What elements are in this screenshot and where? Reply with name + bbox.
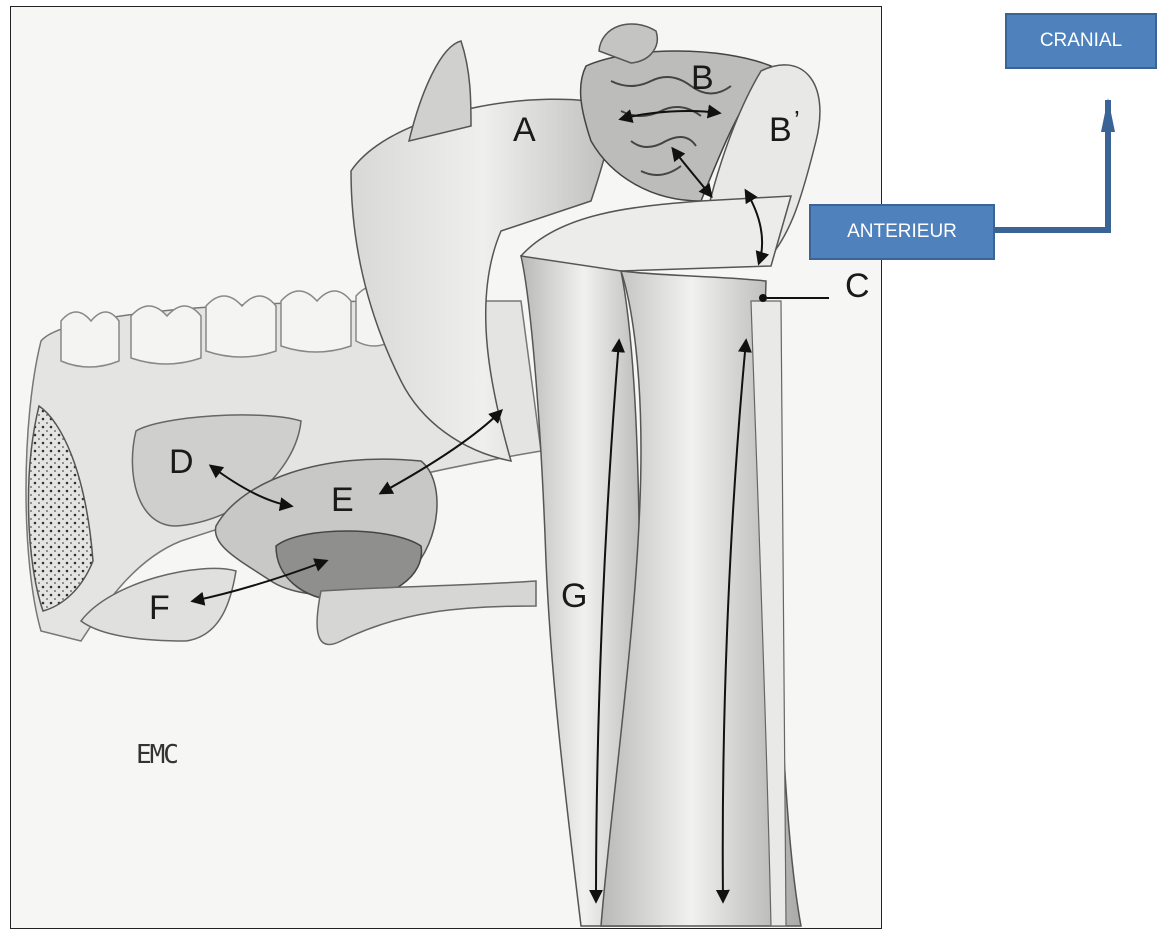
anterieur-label-box: ANTERIEUR (809, 204, 995, 260)
anterieur-label: ANTERIEUR (847, 221, 957, 243)
cranial-label: CRANIAL (1040, 30, 1122, 52)
cranial-label-box: CRANIAL (1005, 13, 1157, 69)
